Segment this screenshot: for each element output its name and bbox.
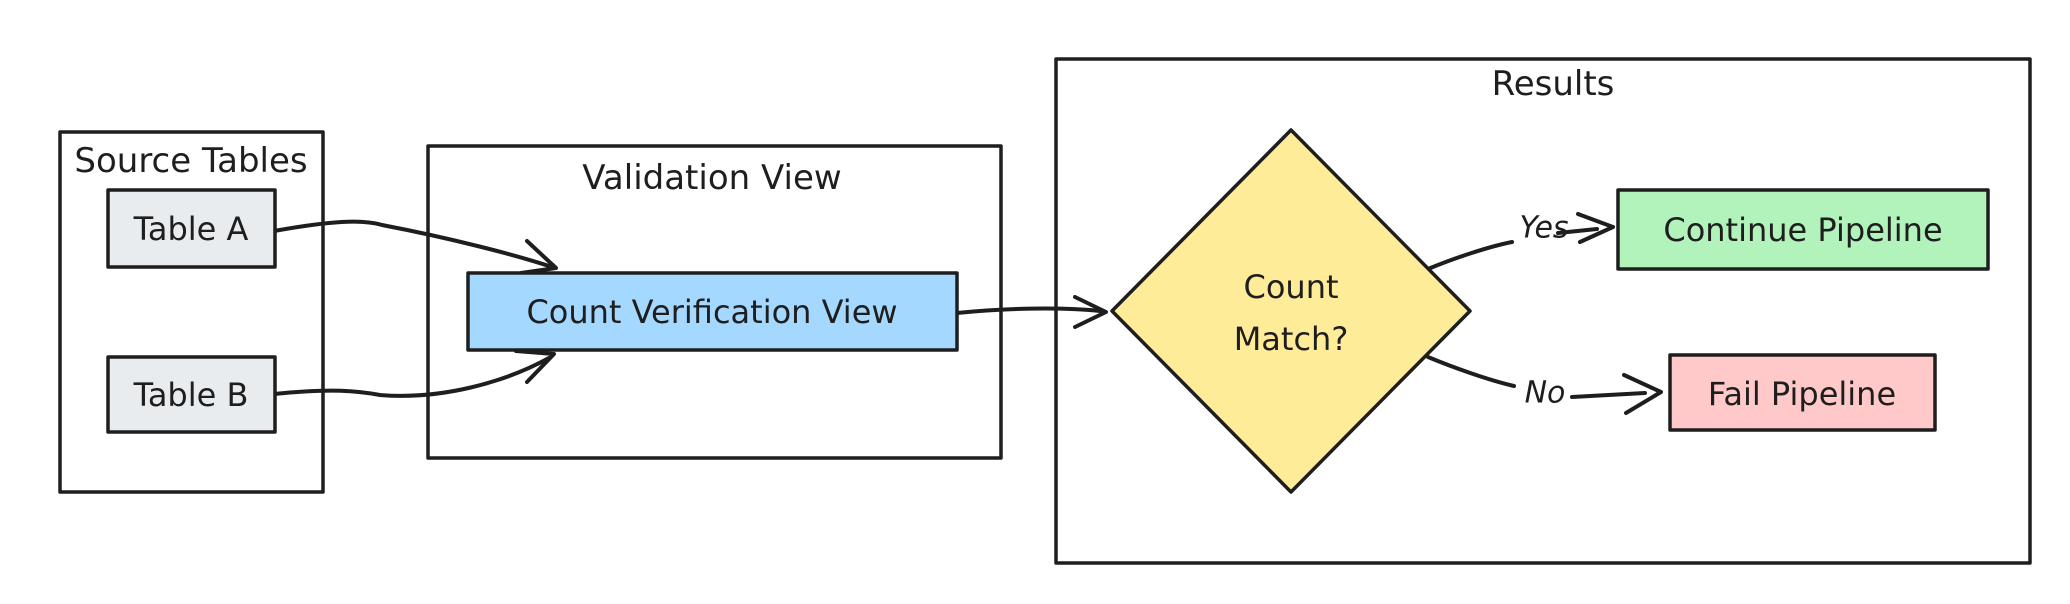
node-continue-pipeline-box <box>1616 188 1990 271</box>
node-fail-pipeline: Fail Pipeline <box>1668 353 1937 432</box>
node-count-match-diamond <box>1110 128 1472 494</box>
edge-label-yes: Yes <box>1519 211 1568 246</box>
edge-line <box>272 219 554 269</box>
edge-table-b-to-verification-view <box>272 349 556 398</box>
node-label-continue-pipeline: Continue Pipeline <box>1663 211 1942 249</box>
node-label-count-match-line2: Match? <box>1234 320 1349 358</box>
node-label-fail-pipeline: Fail Pipeline <box>1708 375 1896 413</box>
arrowhead-icon <box>1073 295 1108 329</box>
node-table-a-box <box>106 188 277 269</box>
node-label-count-match-line1: Count <box>1243 268 1338 306</box>
edge-verification-view-to-count-match <box>955 295 1108 329</box>
edge-line <box>272 356 551 398</box>
node-table-b: Table B <box>106 355 277 434</box>
node-label-table-a: Table A <box>133 210 249 248</box>
node-label-table-b: Table B <box>133 376 249 414</box>
edge-line <box>1556 227 1599 235</box>
edge-line <box>1570 391 1647 399</box>
node-label-count-verification-view: Count Verification View <box>526 293 897 331</box>
edge-line <box>1426 355 1516 388</box>
group-source-tables <box>58 130 325 494</box>
node-count-verification-view: Count Verification View <box>466 271 959 352</box>
edge-label-no: No <box>1525 376 1566 411</box>
group-title-source-tables: Source Tables <box>74 141 307 181</box>
edge-count-match-no: No <box>1426 355 1663 415</box>
node-continue-pipeline: Continue Pipeline <box>1616 188 1990 271</box>
edge-line <box>1426 240 1514 271</box>
node-table-b-box <box>106 355 277 434</box>
arrowhead-icon <box>514 349 556 384</box>
node-count-verification-view-box <box>466 271 959 352</box>
arrowhead-icon <box>1576 212 1615 244</box>
node-count-match-decision: Count Match? <box>1110 128 1472 494</box>
node-table-a: Table A <box>106 188 277 269</box>
edge-count-match-yes: Yes <box>1426 211 1615 271</box>
group-title-validation-view: Validation View <box>582 158 841 198</box>
arrowhead-icon <box>1622 373 1663 415</box>
node-fail-pipeline-box <box>1668 353 1937 432</box>
edge-line <box>955 306 1102 315</box>
group-title-results: Results <box>1492 64 1615 104</box>
